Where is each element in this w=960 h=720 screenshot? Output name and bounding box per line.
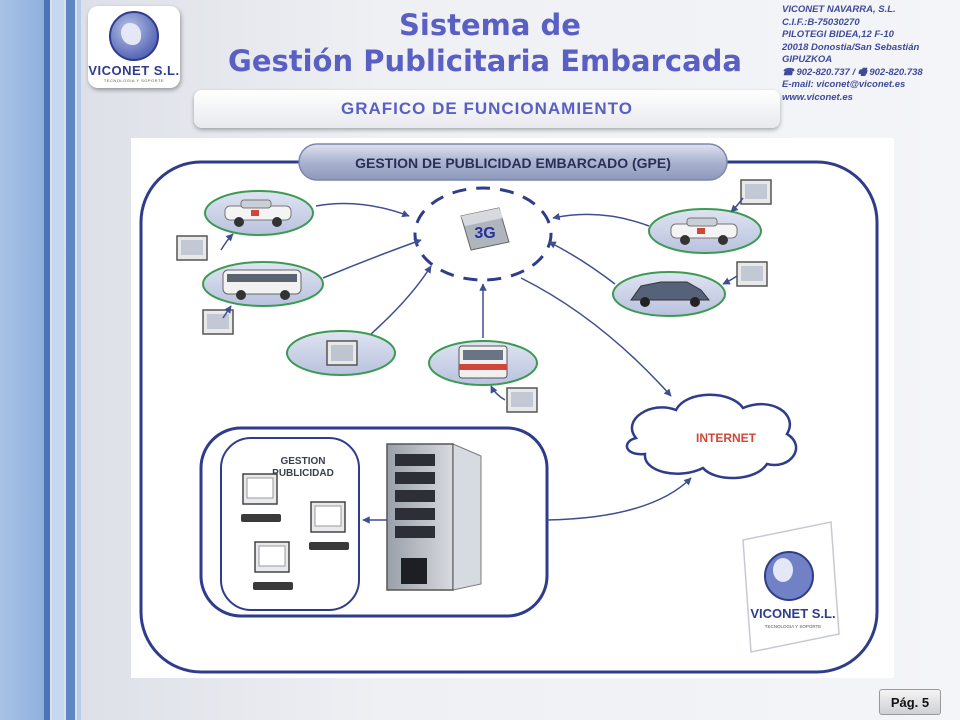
logo-tagline: TECNOLOGIA Y SOPORTE	[103, 78, 165, 83]
node-sedan-right	[612, 271, 726, 317]
contact-phones: ☎ 902-820.737 / 🖷 902-820.738	[782, 66, 923, 78]
decorative-stripes	[0, 0, 90, 720]
watermark-logo: VICONET S.L. TECNOLOGIA Y SOPORTE	[742, 521, 840, 653]
stripe	[44, 0, 50, 720]
node-screen-bottom	[286, 330, 396, 376]
monitor-icon	[506, 387, 538, 413]
internet-label: INTERNET	[696, 431, 757, 445]
monitor-icon	[176, 235, 208, 261]
node-taxi-right	[648, 208, 762, 254]
gpe-banner: GESTION DE PUBLICIDAD EMBARCADO (GPE)	[298, 143, 728, 181]
subtitle-text: GRAFICO DE FUNCIONAMIENTO	[341, 99, 633, 118]
node-city-bus	[428, 340, 538, 386]
contact-city: 20018 Donostia/San Sebastián	[782, 41, 920, 53]
internet-cloud: INTERNET	[625, 393, 798, 480]
contact-province: GIPUZKOA	[782, 54, 833, 65]
stripe	[52, 0, 64, 720]
globe-icon	[109, 11, 159, 61]
contact-web[interactable]: www.viconet.es	[782, 91, 853, 103]
office-frame	[199, 426, 549, 618]
logo-brand: VICONET S.L.	[88, 63, 180, 78]
workstation-icon	[309, 501, 349, 550]
monitor-icon	[736, 261, 768, 287]
workstation-icon	[241, 473, 281, 522]
stripe	[77, 0, 81, 720]
server-rack-icon	[386, 443, 482, 591]
banner-text: GESTION DE PUBLICIDAD EMBARCADO (GPE)	[355, 155, 671, 171]
stripe	[0, 0, 44, 720]
workstations-frame	[220, 437, 360, 611]
contact-company: VICONET NAVARRA, S.L.	[782, 4, 896, 15]
diagram-svg: GESTION DE PUBLICIDAD EMBARCADO (GPE) 3G	[139, 143, 879, 674]
network-label: 3G	[474, 225, 495, 242]
management-label-1: GESTION	[280, 456, 325, 467]
workstation-icon	[253, 541, 293, 590]
management-label-2: PUBLICIDAD	[272, 468, 334, 479]
node-bus-left	[202, 261, 324, 307]
watermark-brand: VICONET S.L.	[750, 606, 835, 621]
page-number: Pág. 5	[879, 689, 941, 715]
stripe	[66, 0, 75, 720]
company-logo: VICONET S.L. TECNOLOGIA Y SOPORTE	[88, 6, 180, 88]
contact-cif: C.I.F.:B-75030270	[782, 16, 860, 28]
network-3g: 3G	[413, 186, 553, 282]
watermark-tagline: TECNOLOGIA Y SOPORTE	[765, 624, 822, 629]
page-title-line2: Gestión Publicitaria Embarcada	[228, 44, 742, 78]
monitor-icon	[740, 179, 772, 205]
contact-email[interactable]: E-mail: viconet@viconet.es	[782, 79, 906, 90]
network-links	[220, 197, 744, 401]
monitor-icon	[202, 309, 234, 335]
node-taxi-left	[204, 190, 314, 236]
contact-block: VICONET NAVARRA, S.L. C.I.F.:B-75030270 …	[782, 4, 960, 104]
contact-street: PILOTEGI BIDEA,12 F-10	[782, 29, 894, 40]
diagram-panel: GESTION DE PUBLICIDAD EMBARCADO (GPE) 3G	[131, 138, 894, 678]
internet-link	[546, 477, 692, 521]
subtitle-banner: GRAFICO DE FUNCIONAMIENTO	[194, 90, 780, 128]
page-title-line1: Sistema de	[399, 8, 581, 42]
